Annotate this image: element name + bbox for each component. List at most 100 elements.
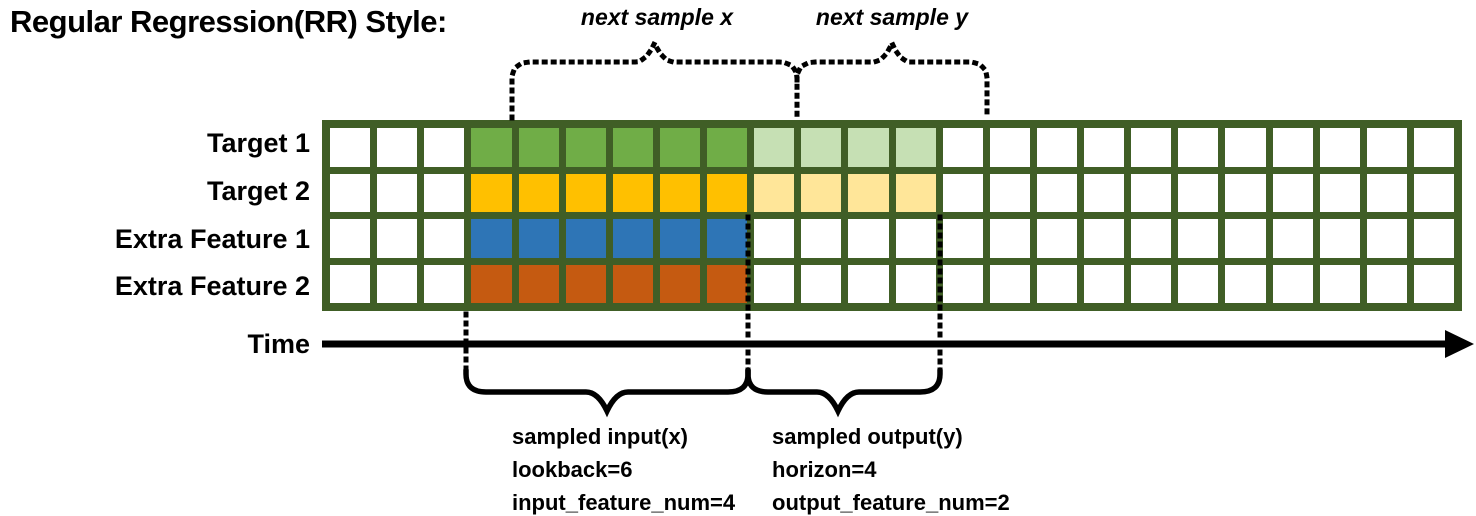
grid-cell xyxy=(377,264,418,303)
grid-cell xyxy=(1272,219,1313,258)
grid-cell xyxy=(1036,219,1077,258)
grid-cell xyxy=(1131,173,1172,212)
grid-cell xyxy=(1366,264,1407,303)
output-feature-num-value: output_feature_num=2 xyxy=(772,490,1010,515)
lookback-value: lookback=6 xyxy=(512,457,633,482)
grid-cell xyxy=(754,219,795,258)
grid-cell xyxy=(707,264,748,303)
grid-cell xyxy=(377,173,418,212)
grid-cell xyxy=(1413,219,1454,258)
grid-cell xyxy=(1413,173,1454,212)
time-axis-label: Time xyxy=(247,329,310,359)
grid-cell xyxy=(659,219,700,258)
grid-cell xyxy=(424,128,465,167)
grid-cell xyxy=(1084,264,1125,303)
grid-cell xyxy=(612,219,653,258)
grid-cell xyxy=(707,173,748,212)
row-label-target-2: Target 2 xyxy=(206,175,310,206)
grid-cell xyxy=(942,173,983,212)
grid-cell xyxy=(1319,219,1360,258)
grid-cell xyxy=(1225,173,1266,212)
grid-cell xyxy=(471,219,512,258)
grid-cell xyxy=(1131,264,1172,303)
grid-cell xyxy=(895,128,936,167)
grid-cell xyxy=(471,264,512,303)
grid-cell xyxy=(659,264,700,303)
grid-cell xyxy=(612,173,653,212)
sampled-input-title: sampled input(x) xyxy=(512,424,689,449)
grid-cell xyxy=(1366,173,1407,212)
sampled-output-brace xyxy=(745,367,943,418)
grid-cell xyxy=(848,128,889,167)
grid-cell xyxy=(801,264,842,303)
grid-cell xyxy=(1036,173,1077,212)
grid-cell xyxy=(942,264,983,303)
grid-cell xyxy=(989,128,1030,167)
row-label-extra-feature-2: Extra Feature 2 xyxy=(114,271,310,302)
grid-cell xyxy=(330,264,371,303)
row-labels: Target 1 Target 2 Extra Feature 1 Extra … xyxy=(0,120,310,311)
grid-cell xyxy=(707,128,748,167)
grid-cell xyxy=(659,173,700,212)
grid-cell xyxy=(754,264,795,303)
grid-cell xyxy=(1036,128,1077,167)
horizon-value: horizon=4 xyxy=(772,457,877,482)
grid-cell xyxy=(707,219,748,258)
grid-cell xyxy=(1178,173,1219,212)
grid-cell xyxy=(518,173,559,212)
next-sample-x-label: next sample x xyxy=(580,4,734,30)
grid-cell xyxy=(424,173,465,212)
grid-cell xyxy=(377,128,418,167)
grid-cell xyxy=(1272,264,1313,303)
time-axis-arrowhead xyxy=(1445,330,1474,358)
grid-cell xyxy=(1319,173,1360,212)
next-sample-x-brace xyxy=(509,36,800,121)
grid-cell xyxy=(1084,173,1125,212)
grid-cell xyxy=(754,173,795,212)
grid-cell xyxy=(895,264,936,303)
grid-cell xyxy=(565,128,606,167)
row-label-extra-feature-1: Extra Feature 1 xyxy=(114,223,310,254)
grid-cell xyxy=(1084,128,1125,167)
sampled-output-caption: sampled output(y) horizon=4 output_featu… xyxy=(772,420,1010,516)
grid-cell xyxy=(1272,128,1313,167)
grid-cell xyxy=(424,264,465,303)
grid-cell xyxy=(1413,128,1454,167)
next-sample-y-brace xyxy=(794,36,990,121)
input-feature-num-value: input_feature_num=4 xyxy=(512,490,736,515)
grid-cell xyxy=(801,128,842,167)
row-label-target-1: Target 1 xyxy=(206,128,310,158)
grid-cell xyxy=(518,219,559,258)
grid-cell xyxy=(612,264,653,303)
grid-cell xyxy=(471,128,512,167)
grid-cell xyxy=(565,173,606,212)
grid-cell xyxy=(895,219,936,258)
grid-cell xyxy=(1272,173,1313,212)
grid-cell xyxy=(1036,264,1077,303)
grid-cell xyxy=(1225,128,1266,167)
grid-cell xyxy=(1225,264,1266,303)
grid-cell xyxy=(330,219,371,258)
grid-cell xyxy=(1178,128,1219,167)
grid-cell xyxy=(471,173,512,212)
page-title: Regular Regression(RR) Style: xyxy=(10,4,447,39)
grid-cell xyxy=(424,219,465,258)
grid-cell xyxy=(612,128,653,167)
grid-cell xyxy=(848,173,889,212)
grid-cell xyxy=(565,264,606,303)
grid-cell xyxy=(848,219,889,258)
grid-cell xyxy=(565,219,606,258)
grid-cell xyxy=(1413,264,1454,303)
sample-grid xyxy=(322,120,1462,311)
sampled-output-title: sampled output(y) xyxy=(772,424,963,449)
grid-cell xyxy=(1131,128,1172,167)
grid-cell xyxy=(1131,219,1172,258)
grid-cell xyxy=(659,128,700,167)
grid-cell xyxy=(942,219,983,258)
grid-cell xyxy=(1319,128,1360,167)
grid-cell xyxy=(1366,219,1407,258)
grid-cell xyxy=(330,128,371,167)
grid-cell xyxy=(518,264,559,303)
grid-cell xyxy=(895,173,936,212)
